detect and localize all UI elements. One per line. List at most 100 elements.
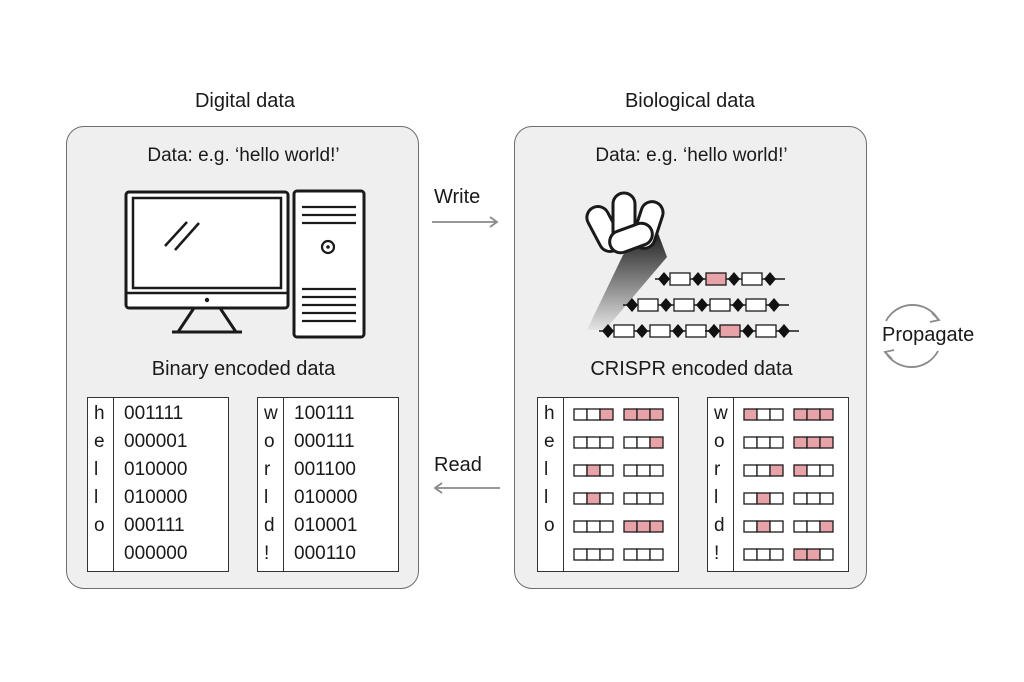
spacer-bit [819, 436, 834, 449]
spacer-bit [623, 408, 638, 421]
binary-code-cell: 000110 [294, 543, 356, 564]
crispr-spacer-row [573, 436, 664, 449]
binary-code-cell: 000111 [124, 515, 185, 536]
spacer-bit [756, 464, 771, 477]
spacer-bit [769, 548, 784, 561]
digital-data-example: Data: e.g. ‘hello world!’ [147, 145, 340, 166]
binary-encoded-label: Binary encoded data [151, 358, 336, 380]
letter-column [88, 398, 114, 571]
spacer-bit [743, 436, 758, 449]
crispr-spacer-row [573, 464, 664, 477]
spacer-bit [649, 464, 664, 477]
spacer-bit [623, 492, 638, 505]
spacer-bit [586, 548, 601, 561]
spacer-bit [756, 408, 771, 421]
letter-cell: l [544, 459, 549, 480]
propagate-cycle-icon [883, 304, 941, 368]
letter-cell: l [544, 487, 549, 508]
binary-code-cell: 001111 [124, 403, 184, 424]
spacer-bit [649, 520, 664, 533]
letter-cell: l [264, 487, 269, 508]
binary-code-cell: 010000 [294, 487, 358, 508]
spacer-bit [819, 408, 834, 421]
bacteria-icon [585, 191, 667, 330]
crispr-spacer-row [573, 548, 664, 561]
spacer-bit [623, 464, 638, 477]
crispr-spacer-row [743, 548, 834, 561]
spacer-bit [636, 492, 651, 505]
letter-cell: o [94, 515, 105, 536]
spacer-bit [599, 436, 614, 449]
spacer-bit [599, 408, 614, 421]
spacer-bit [599, 464, 614, 477]
spacer-bit [806, 492, 821, 505]
crispr-spacer-row [743, 492, 834, 505]
crispr-array [599, 324, 729, 338]
spacer-bit [636, 548, 651, 561]
spacer-bit [769, 408, 784, 421]
crispr-spacer-row [743, 436, 834, 449]
spacer-bit [599, 492, 614, 505]
spacer-bit [743, 492, 758, 505]
monitor-icon [124, 190, 290, 334]
letter-cell: o [264, 431, 275, 452]
spacer-bit [793, 408, 808, 421]
letter-cell: l [94, 459, 99, 480]
crispr-spacer-row [573, 408, 664, 421]
letter-cell: e [94, 431, 105, 452]
biological-data-example: Data: e.g. ‘hello world!’ [595, 145, 788, 166]
spacer-bit [756, 520, 771, 533]
binary-code-cell: 100111 [294, 403, 355, 424]
spacer-bit [586, 408, 601, 421]
crispr-spacer-row [743, 520, 834, 533]
letter-cell: w [714, 403, 728, 424]
letter-cell: l [94, 487, 99, 508]
letter-column [708, 398, 734, 571]
spacer-bit [819, 548, 834, 561]
spacer-bit [769, 520, 784, 533]
spacer-bit [636, 464, 651, 477]
spacer-bit [743, 408, 758, 421]
spacer-bit [573, 548, 588, 561]
binary-code-cell: 010000 [124, 487, 188, 508]
read-arrow-icon [433, 482, 500, 494]
letter-cell: o [714, 431, 725, 452]
spacer-bit [819, 492, 834, 505]
computer-tower-icon [292, 189, 366, 339]
binary-code-cell: 000000 [124, 543, 188, 564]
spacer-bit [793, 436, 808, 449]
letter-cell: ! [264, 543, 270, 564]
letter-cell: d [264, 515, 275, 536]
biological-data-title: Biological data [624, 90, 756, 112]
spacer-bit [573, 464, 588, 477]
spacer-bit [573, 436, 588, 449]
letter-cell: r [714, 459, 721, 480]
letter-cell: r [264, 459, 271, 480]
crispr-array [705, 324, 799, 338]
crispr-array-icon [515, 127, 868, 357]
spacer-bit [793, 492, 808, 505]
spacer-bit [769, 436, 784, 449]
letter-cell: d [714, 515, 725, 536]
crispr-array [623, 298, 789, 312]
spacer-bit [623, 548, 638, 561]
letter-cell: e [544, 431, 555, 452]
spacer-bit [806, 408, 821, 421]
spacer-bit [636, 520, 651, 533]
spacer-bit [769, 464, 784, 477]
digital-data-title: Digital data [194, 90, 296, 112]
crispr-spacer-row [573, 520, 664, 533]
spacer-bit [743, 548, 758, 561]
spacer-bit [586, 464, 601, 477]
read-label: Read [434, 454, 482, 476]
spacer-bit [599, 548, 614, 561]
spacer-bit [806, 464, 821, 477]
letter-cell: h [94, 403, 105, 424]
propagate-label: Propagate [882, 324, 975, 346]
spacer-bit [756, 492, 771, 505]
spacer-bit [743, 464, 758, 477]
spacer-bit [586, 520, 601, 533]
write-arrow-icon [432, 216, 499, 228]
